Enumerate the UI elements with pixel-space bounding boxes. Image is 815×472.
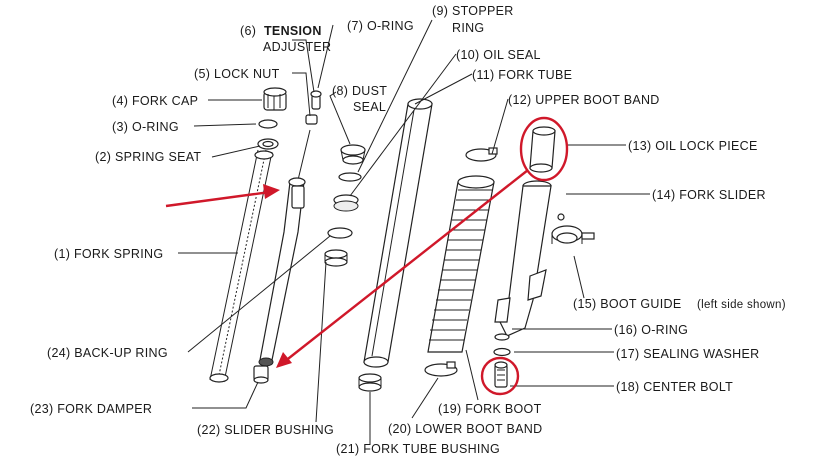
oil-seal-part — [333, 194, 359, 212]
center-bolt-highlight-circle — [480, 356, 520, 396]
label-o-ring-3: (3) O-RING — [112, 120, 179, 134]
label-upper-boot-band: (12) UPPER BOOT BAND — [508, 93, 660, 107]
oil-lock-piece-highlight-circle — [519, 116, 569, 182]
label-tension-adjuster-2: ADJUSTER — [263, 40, 331, 54]
oil-lock-piece-part — [529, 126, 556, 173]
labels: (1) FORK SPRING (2) SPRING SEAT (3) O-RI… — [30, 4, 786, 456]
label-boot-guide: (15) BOOT GUIDE — [573, 297, 681, 311]
lower-boot-band-part — [424, 361, 458, 377]
label-lock-nut: (5) LOCK NUT — [194, 67, 280, 81]
boot-guide-part — [551, 213, 595, 244]
label-fork-damper: (23) FORK DAMPER — [30, 402, 152, 416]
spring-pointer-arrowhead — [263, 184, 280, 199]
fork-boot-part — [427, 175, 495, 353]
label-fork-boot: (19) FORK BOOT — [438, 402, 542, 416]
oil-lock-arrowhead — [276, 352, 292, 368]
label-dust-seal-2: SEAL — [353, 100, 386, 114]
label-sealing-washer: (17) SEALING WASHER — [616, 347, 759, 361]
label-tension-adjuster-1: TENSION — [264, 24, 322, 38]
label-o-ring-7: (7) O-RING — [347, 19, 414, 33]
label-fork-tube-bushing: (21) FORK TUBE BUSHING — [336, 442, 500, 456]
red-annotations — [165, 116, 569, 396]
fork-tube-part — [363, 98, 433, 368]
label-fork-slider: (14) FORK SLIDER — [652, 188, 766, 202]
label-boot-guide-note: (left side shown) — [697, 299, 786, 311]
label-oil-lock-piece: (13) OIL LOCK PIECE — [628, 139, 758, 153]
slider-bushing-part — [324, 249, 348, 267]
label-back-up-ring: (24) BACK-UP RING — [47, 346, 168, 360]
label-o-ring-16: (16) O-RING — [614, 323, 688, 337]
label-tension-adjuster-num: (6) — [240, 24, 256, 38]
label-center-bolt: (18) CENTER BOLT — [616, 380, 733, 394]
fork-tube-bushing-part — [358, 373, 382, 392]
label-stopper-ring-2: RING — [452, 21, 484, 35]
stopper-ring-part — [338, 172, 362, 182]
label-fork-spring: (1) FORK SPRING — [54, 247, 163, 261]
spring-pointer-arrow — [165, 190, 271, 208]
label-fork-tube: (11) FORK TUBE — [472, 68, 572, 82]
o-ring-16-part — [494, 333, 510, 341]
label-dust-seal-1: (8) DUST — [332, 84, 387, 98]
o-ring-3-part — [258, 119, 278, 129]
fork-damper-part — [253, 129, 311, 384]
upper-boot-band-part — [465, 147, 498, 162]
fork-slider-part — [494, 180, 552, 337]
back-up-ring-part — [327, 227, 353, 239]
leader-lines — [178, 19, 650, 445]
tension-adjuster-part — [310, 90, 322, 110]
label-oil-seal: (10) OIL SEAL — [456, 48, 541, 62]
lock-nut-part — [305, 114, 318, 125]
fork-cap-part — [263, 87, 287, 111]
label-stopper-ring-1: (9) STOPPER — [432, 4, 514, 18]
label-lower-boot-band: (20) LOWER BOOT BAND — [388, 422, 542, 436]
sealing-washer-part — [493, 347, 511, 357]
label-spring-seat: (2) SPRING SEAT — [95, 150, 201, 164]
center-bolt-part — [494, 361, 508, 388]
label-slider-bushing: (22) SLIDER BUSHING — [197, 423, 334, 437]
oil-lock-arrow — [283, 169, 529, 363]
spring-seat-part — [257, 138, 279, 150]
dust-seal-part — [340, 144, 366, 165]
label-fork-cap: (4) FORK CAP — [112, 94, 198, 108]
